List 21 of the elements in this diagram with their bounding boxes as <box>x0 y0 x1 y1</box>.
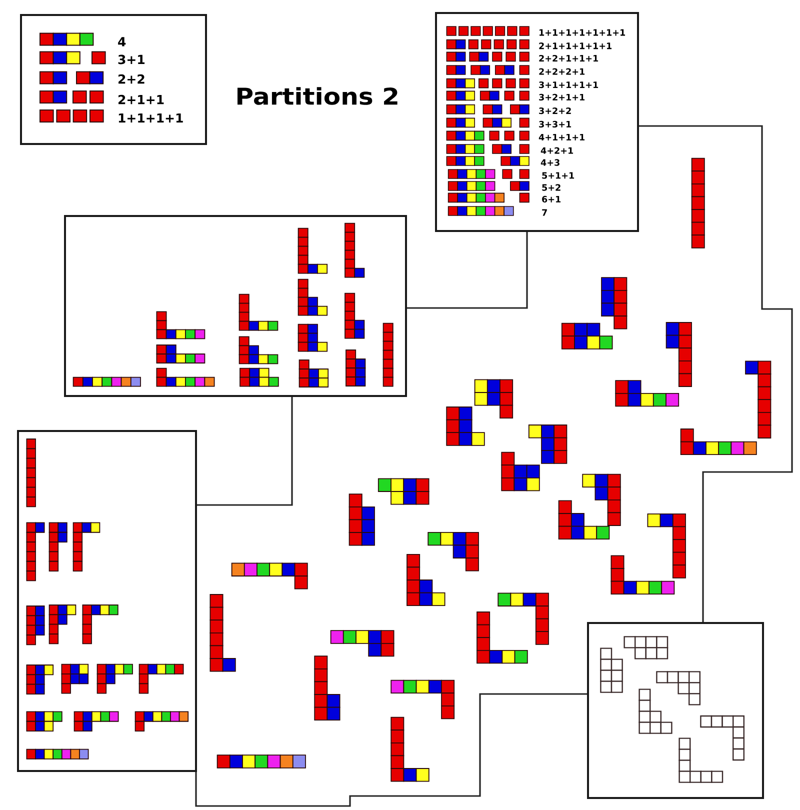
partition-label: 2+2+1+1+1 <box>539 54 598 62</box>
partition-label: 3+1+1+1+1 <box>539 81 598 88</box>
partition-label: 1+1+1+1+1+1+1 <box>540 29 626 36</box>
partition-label: 4+2+1 <box>540 147 574 154</box>
partition-label: 3+1 <box>118 54 145 64</box>
partition-label: 2+2 <box>118 74 144 84</box>
partition-label: 4+3 <box>540 159 560 166</box>
partition-label: 5+1+1 <box>542 172 574 179</box>
partition-label: 5+2 <box>542 184 560 191</box>
title: Partitions 2 <box>238 87 398 105</box>
partition-label: 3+2+2 <box>539 107 571 114</box>
partition-label: 2+1+1+1+1+1 <box>539 42 612 50</box>
partition-label: 3+3+1 <box>539 120 572 128</box>
partition-label: 4+1+1+1 <box>538 134 585 140</box>
partition-label: 4 <box>118 37 126 46</box>
partition-label: 1+1+1+1 <box>118 113 183 123</box>
partition-label: 2+2+2+1 <box>539 68 585 75</box>
partition-label: 2+1+1 <box>118 94 164 104</box>
partition-label: 7 <box>542 209 547 216</box>
partition-label: 3+2+1+1 <box>539 94 585 101</box>
partition-label: 6+1 <box>542 196 561 203</box>
